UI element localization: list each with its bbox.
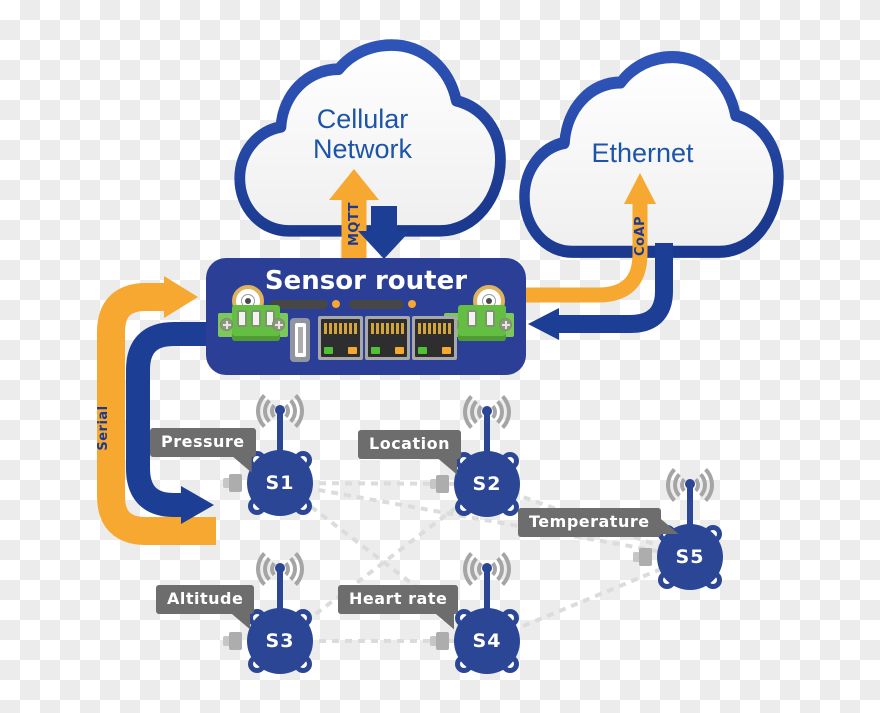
- connector-nub: [633, 552, 640, 562]
- callout-pressure: Pressure: [150, 428, 256, 473]
- mqtt-up-arrow: [329, 169, 379, 263]
- sensor-node-s2: S2: [422, 384, 552, 554]
- wifi-arcs-icon: [256, 545, 304, 593]
- mqtt-label: MQTT: [347, 201, 362, 247]
- connector-nub: [223, 478, 230, 488]
- router-title: Sensor router: [264, 266, 468, 296]
- antenna-icon: [484, 410, 490, 454]
- mesh-link-s2-s3: [278, 482, 489, 643]
- antenna-icon: [484, 567, 490, 611]
- serial-return-arrow: [126, 322, 214, 524]
- screw-icon: [220, 318, 233, 331]
- sensor-body: S4: [454, 608, 520, 674]
- cellular-cloud-label: Cellular Network: [250, 104, 475, 164]
- antenna-tip: [482, 563, 492, 573]
- ethernet-down-arrow: [528, 243, 673, 340]
- antenna-icon: [277, 567, 283, 611]
- ethernet-port-1-icon: [318, 316, 363, 360]
- ethernet-cloud-label: Ethernet: [530, 138, 755, 168]
- terminal-pin: [485, 310, 495, 327]
- cellular-line1: Cellular: [316, 104, 409, 134]
- cellular-cloud-icon: [234, 39, 506, 237]
- connector-nub: [430, 479, 437, 489]
- connector-nub: [430, 636, 437, 646]
- wifi-arcs-icon: [463, 388, 511, 436]
- vent-slot: [349, 300, 404, 309]
- side-connector: [436, 632, 449, 650]
- side-connector: [436, 475, 449, 493]
- sensor-body: S5: [657, 524, 723, 590]
- antenna-tip: [685, 479, 695, 489]
- mesh-link-s4-s5: [486, 555, 691, 643]
- callout-text: Pressure: [161, 432, 245, 451]
- sensor-body: S2: [454, 451, 520, 517]
- sensor-body: S1: [247, 450, 313, 516]
- serial-up-arrow: [97, 276, 216, 545]
- screw-icon: [499, 318, 512, 331]
- sensor-label: S2: [472, 473, 502, 495]
- sensor-node-s5: S5: [625, 457, 755, 627]
- coap-up-arrow: [526, 173, 656, 303]
- sensor-label: S1: [265, 472, 295, 494]
- antenna-tip: [482, 406, 492, 416]
- side-connector: [229, 474, 242, 492]
- antenna-icon: [277, 409, 283, 453]
- wifi-arcs-icon: [463, 545, 511, 593]
- ethernet-port-3-icon: [412, 316, 457, 360]
- ethernet-cloud-icon: [519, 51, 784, 258]
- vent-slot: [270, 300, 328, 309]
- led-dot: [408, 300, 416, 308]
- usb-slot: [294, 323, 306, 357]
- terminal-pin: [237, 310, 247, 327]
- side-connector: [229, 632, 242, 650]
- sensor-node-s1: S1: [215, 383, 345, 553]
- terminal-header-right: [458, 305, 506, 341]
- terminal-pin: [251, 310, 261, 327]
- sensor-label: S4: [472, 630, 502, 652]
- mesh-link-s1-s4: [278, 481, 489, 643]
- antenna-tip: [275, 405, 285, 415]
- callout-altitude: Altitude: [156, 585, 255, 630]
- callout-text: Heart rate: [349, 589, 448, 608]
- callout-text: Location: [369, 434, 450, 453]
- mesh-link-s1-s2: [279, 481, 488, 486]
- mesh-link-s1-s5: [279, 481, 691, 559]
- mqtt-down-arrow: [358, 206, 410, 259]
- terminal-pin: [265, 310, 275, 327]
- ethernet-port-2-icon: [365, 316, 410, 360]
- cellular-line2: Network: [312, 134, 413, 164]
- coap-label: CoAP: [633, 215, 648, 257]
- callout-temperature: Temperature: [518, 508, 679, 537]
- callout-location: Location: [358, 430, 461, 475]
- usb-port-icon: [290, 318, 310, 362]
- wifi-arcs-icon: [256, 387, 304, 435]
- serial-label: Serial: [96, 405, 111, 451]
- sensor-label: S5: [675, 546, 705, 568]
- side-connector: [639, 548, 652, 566]
- connector-nub: [223, 636, 230, 646]
- callout-text: Temperature: [529, 512, 650, 531]
- ethernet-label: Ethernet: [591, 138, 694, 168]
- antenna-icon: [687, 483, 693, 527]
- wifi-arcs-icon: [666, 461, 714, 509]
- callout-text: Altitude: [167, 589, 244, 608]
- sensor-body: S3: [247, 608, 313, 674]
- terminal-header-left: [232, 305, 280, 341]
- led-dot: [332, 300, 340, 308]
- callout-heart-rate: Heart rate: [338, 585, 459, 630]
- terminal-pin: [467, 310, 477, 327]
- antenna-tip: [275, 563, 285, 573]
- sensor-router: Sensor router: [206, 258, 526, 375]
- sensor-node-s3: S3: [215, 541, 345, 711]
- screw-icon: [272, 318, 285, 331]
- sensor-node-s4: S4: [422, 541, 552, 711]
- sensor-label: S3: [265, 630, 295, 652]
